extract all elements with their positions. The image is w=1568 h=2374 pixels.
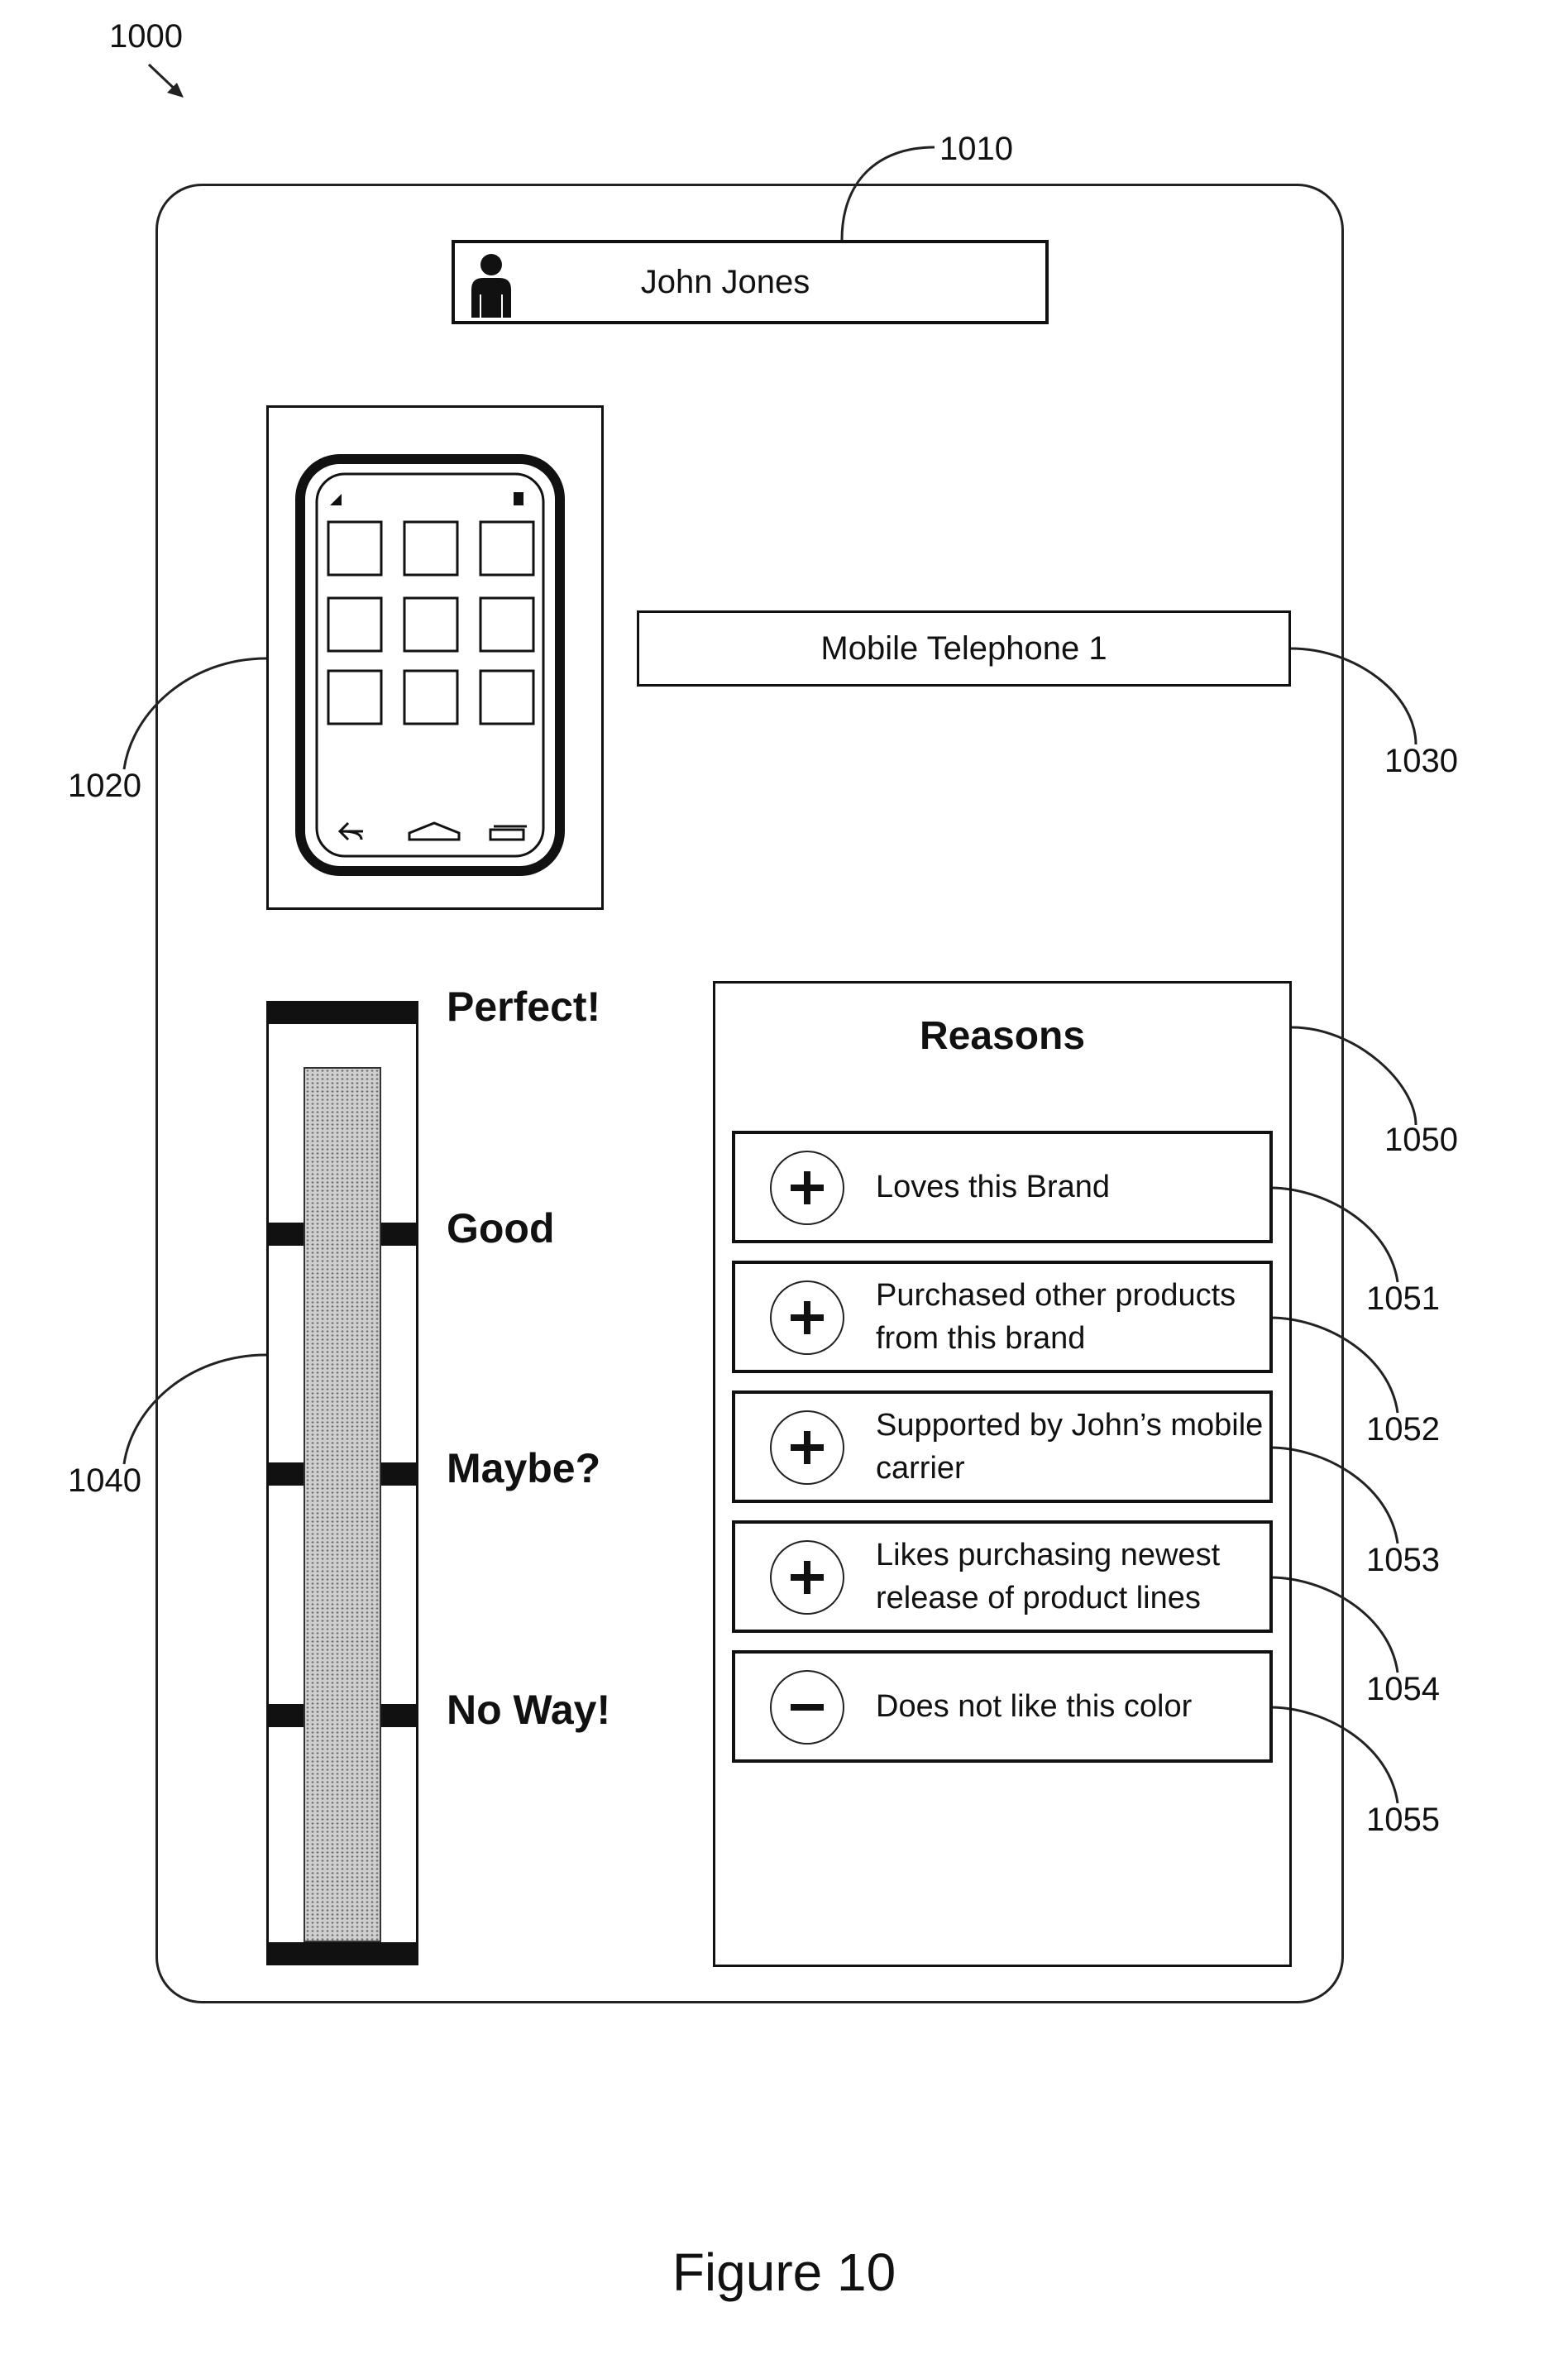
ref-1052: 1052 <box>1366 1411 1440 1448</box>
rating-level-fill <box>304 1067 381 1942</box>
scale-mark-bottom <box>266 1942 418 1965</box>
figure-caption: Figure 10 <box>0 2242 1568 2303</box>
ref-1030: 1030 <box>1384 743 1458 780</box>
ref-1000: 1000 <box>109 18 183 55</box>
battery-icon <box>514 492 523 505</box>
reason-text-line1: Likes purchasing newest <box>876 1534 1220 1577</box>
ref-1050: 1050 <box>1384 1122 1458 1159</box>
user-name-field[interactable]: John Jones <box>452 240 1049 324</box>
user-name-label: John Jones <box>455 264 1045 301</box>
ref-1053: 1053 <box>1366 1542 1440 1579</box>
ref-1055: 1055 <box>1366 1802 1440 1839</box>
reason-text: Does not like this color <box>876 1689 1192 1724</box>
reason-text-line2: from this brand <box>876 1317 1236 1360</box>
scale-mark-perfect <box>266 1001 418 1024</box>
product-name-field[interactable]: Mobile Telephone 1 <box>637 610 1291 687</box>
reason-item[interactable]: Purchased other products from this brand <box>732 1261 1273 1373</box>
reason-text: Loves this Brand <box>876 1170 1110 1204</box>
plus-icon[interactable] <box>770 1410 844 1485</box>
back-icon <box>340 823 363 840</box>
scale-label-perfect: Perfect! <box>447 983 600 1031</box>
minus-icon[interactable] <box>770 1670 844 1745</box>
rating-scale[interactable] <box>266 1001 418 1965</box>
reasons-title: Reasons <box>715 1013 1289 1059</box>
reason-item[interactable]: Supported by John’s mobile carrier <box>732 1390 1273 1503</box>
ref-1051: 1051 <box>1366 1280 1440 1318</box>
reasons-panel: Reasons Loves this Brand Purchased other… <box>713 981 1292 1967</box>
scale-label-no-way: No Way! <box>447 1686 610 1734</box>
plus-icon[interactable] <box>770 1280 844 1355</box>
person-icon <box>466 251 516 318</box>
plus-icon[interactable] <box>770 1151 844 1225</box>
product-name-label: Mobile Telephone 1 <box>820 630 1107 668</box>
ref-1010: 1010 <box>939 131 1013 168</box>
signal-icon <box>330 494 342 505</box>
app-grid <box>328 522 533 724</box>
scale-label-maybe: Maybe? <box>447 1444 600 1492</box>
home-icon <box>409 823 459 840</box>
ref-1020: 1020 <box>68 768 141 805</box>
reason-text-line2: release of product lines <box>876 1577 1220 1620</box>
scale-label-good: Good <box>447 1204 555 1252</box>
ref-1054: 1054 <box>1366 1671 1440 1708</box>
product-image <box>266 405 604 910</box>
mobile-phone-icon <box>269 408 601 907</box>
reason-item[interactable]: Does not like this color <box>732 1650 1273 1763</box>
reason-text-line1: Supported by John’s mobile <box>876 1404 1263 1447</box>
reason-text-line2: carrier <box>876 1447 1263 1490</box>
reason-item[interactable]: Likes purchasing newest release of produ… <box>732 1520 1273 1633</box>
reason-text-line1: Purchased other products <box>876 1274 1236 1317</box>
plus-icon[interactable] <box>770 1540 844 1615</box>
reason-item[interactable]: Loves this Brand <box>732 1131 1273 1243</box>
recent-apps-icon <box>490 830 523 840</box>
ref-1040: 1040 <box>68 1462 141 1500</box>
